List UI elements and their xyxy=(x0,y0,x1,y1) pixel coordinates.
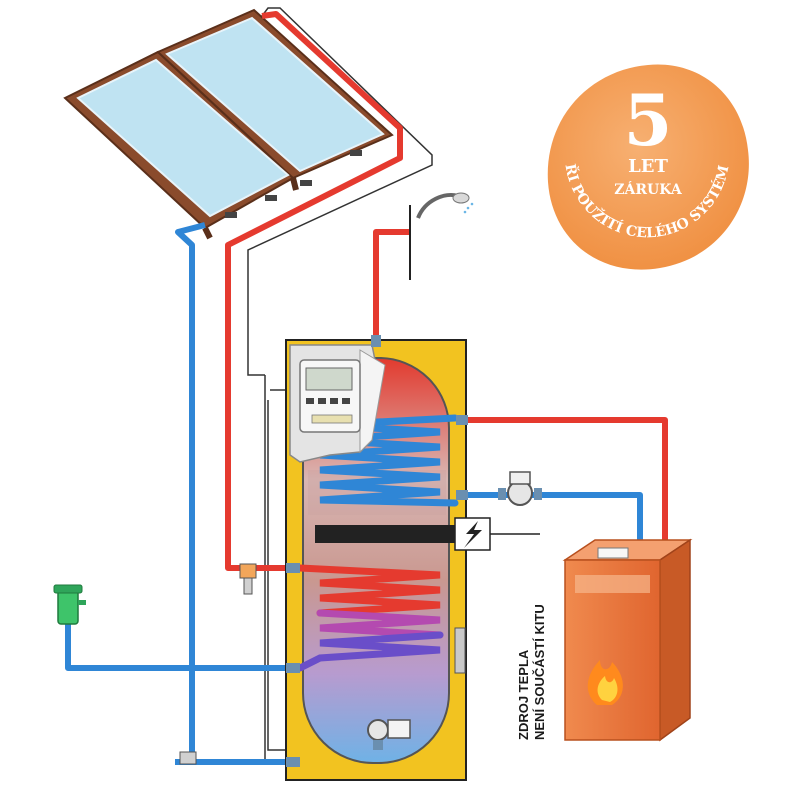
thermometer xyxy=(454,627,466,674)
safety-valve xyxy=(179,563,257,765)
solar-collector-icon xyxy=(63,8,394,240)
lower-heat-exchanger-coil xyxy=(296,564,444,672)
water-inlet-icon xyxy=(53,584,86,625)
note-line-1: ZDROJ TEPLA xyxy=(516,649,531,740)
pump-icon xyxy=(367,719,411,750)
shower-icon xyxy=(409,192,474,280)
flame-icon xyxy=(587,660,623,705)
controller-icon xyxy=(289,344,386,463)
badge-zaruka: ZÁRUKA xyxy=(614,180,683,198)
note-line-2: NENÍ SOUČÁSTÍ KITU xyxy=(532,604,547,740)
badge-number: 5 xyxy=(624,79,673,162)
badge-let: LET xyxy=(628,156,668,177)
pipe-fittings xyxy=(286,335,468,767)
hot-pipe xyxy=(225,11,668,571)
heat-source-note: ZDROJ TEPLA NENÍ SOUČÁSTÍ KITU xyxy=(516,604,547,740)
upper-heat-exchanger-coil xyxy=(319,414,459,507)
electric-heater-icon xyxy=(315,517,540,551)
pump-icon xyxy=(498,471,542,506)
boiler xyxy=(562,538,693,742)
